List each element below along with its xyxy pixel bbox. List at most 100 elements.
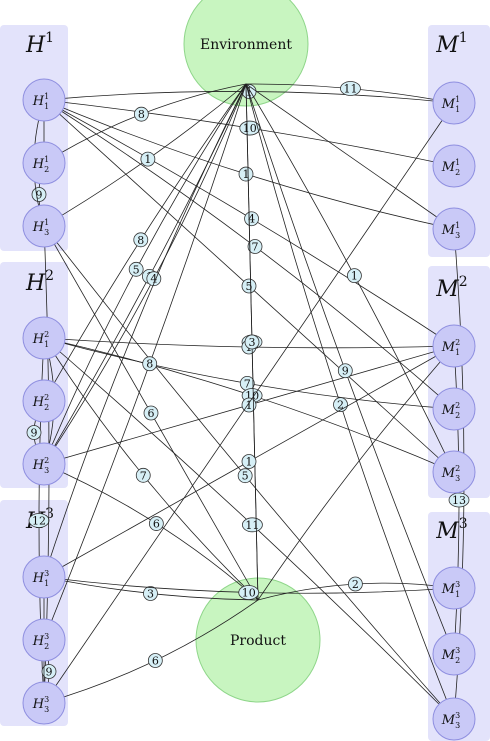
edge: 1 — [43, 99, 455, 230]
group-box — [428, 266, 490, 498]
edge-label: 9 — [342, 365, 349, 378]
edge-label: 1 — [242, 168, 249, 181]
edge: 3 — [244, 83, 260, 601]
edge-label: 8 — [146, 358, 153, 371]
group-label-sup: 2 — [45, 268, 54, 284]
edge-label: 8 — [138, 108, 145, 121]
edge-label-badge — [241, 454, 257, 469]
edge-label: 2 — [352, 578, 359, 591]
node-label-sup: 2 — [455, 464, 460, 473]
node-label-sup: 1 — [44, 155, 49, 164]
group-label-sup: 3 — [45, 506, 54, 522]
edge: 6 — [43, 225, 259, 601]
node-label-sup: 3 — [455, 711, 460, 720]
edge: 9 — [245, 83, 455, 655]
node-label-sup: 2 — [44, 393, 49, 402]
edge: 2 — [245, 83, 455, 720]
edge: 4 — [43, 99, 455, 347]
node-circle — [432, 207, 476, 251]
group-m1: M1 — [428, 25, 490, 257]
edge-label: 6 — [152, 655, 159, 668]
edge-label: 5 — [246, 280, 253, 293]
product-label: Product — [230, 633, 286, 649]
edge: 1 — [245, 83, 455, 473]
edge-label-badge — [242, 517, 263, 533]
edge-label: 10 — [242, 586, 256, 599]
edge-label-badge — [133, 232, 149, 248]
edge-label-badge — [247, 239, 263, 254]
edge-label: 6 — [148, 407, 155, 420]
edge-label: 3 — [249, 336, 256, 349]
node-label-sub: 3 — [455, 474, 460, 483]
edge: 5 — [43, 225, 455, 720]
edge-line — [43, 337, 259, 601]
edge-label: 1 — [144, 153, 151, 166]
edge: 8 — [43, 83, 247, 402]
group-label-base: M — [435, 33, 459, 58]
node-label-sup: 3 — [44, 695, 49, 704]
edge-label: 1 — [246, 399, 253, 412]
product-circle — [195, 577, 321, 703]
group-label: M1 — [435, 30, 467, 58]
edge: 13 — [448, 345, 470, 655]
node-label-sub: 2 — [455, 411, 460, 420]
group-label-base: H — [25, 33, 46, 58]
edge: 1 — [43, 83, 247, 465]
group-label: H1 — [25, 30, 54, 58]
edge-line — [43, 83, 247, 578]
edge-label: 5 — [133, 263, 140, 276]
edge-line — [245, 83, 455, 230]
edge-label-badge — [244, 211, 259, 227]
node-circle — [22, 78, 66, 122]
node-label-sup: 1 — [455, 95, 460, 104]
edge-label-badge — [31, 187, 47, 202]
product-hub: Product — [195, 577, 321, 703]
edge-label: 9 — [31, 427, 38, 440]
node-label-sup: 2 — [44, 456, 49, 465]
group-box — [428, 25, 490, 257]
edge: 7 — [43, 337, 455, 410]
edge-label: 7 — [140, 469, 147, 482]
edge-label: 1 — [246, 456, 253, 469]
edge: 11 — [43, 337, 455, 720]
edge: 8 — [43, 83, 247, 641]
group-m2: M2 — [428, 266, 490, 498]
node-circle — [432, 144, 476, 188]
node-label-sup: 1 — [455, 221, 460, 230]
node-label-sup: 3 — [44, 569, 49, 578]
node-circle — [22, 618, 66, 662]
edge — [245, 83, 455, 230]
group-label-sup: 1 — [45, 30, 54, 46]
edge-label-badge — [347, 576, 363, 592]
edge-label-badge — [238, 166, 254, 182]
node-label-sub: 1 — [455, 590, 460, 599]
edge-label-badge — [142, 356, 158, 372]
node-circle — [432, 450, 476, 494]
node-label-sub: 1 — [44, 340, 49, 349]
